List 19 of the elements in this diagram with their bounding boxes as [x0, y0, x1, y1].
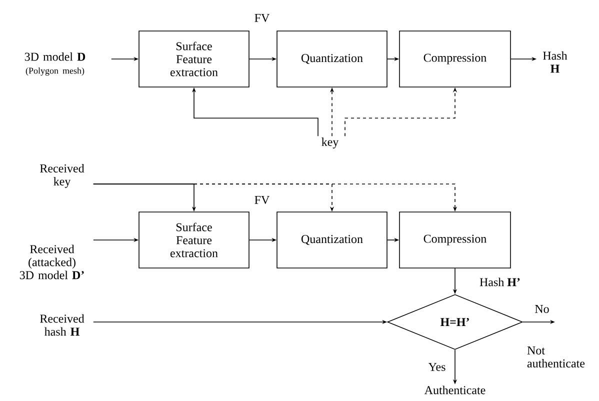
process-box: Quantization: [276, 30, 388, 88]
process-box: Compression: [399, 30, 511, 88]
node-label: Hash H: [543, 51, 568, 73]
edge-label: FV: [253, 12, 271, 23]
node-label: key: [322, 138, 339, 148]
edge-label: Hash H’: [478, 276, 522, 288]
edge-label: No: [534, 304, 550, 314]
node-label: Received (attacked) 3D model D’: [20, 244, 84, 280]
node-label: 3D model D (Polygon mesh): [24, 52, 86, 76]
edge-label: FV: [253, 194, 271, 205]
edge-label: Yes: [427, 362, 447, 372]
node-label: Received hash H: [40, 314, 84, 336]
process-box: Compression: [399, 212, 511, 268]
process-box: Surface Feature extraction: [138, 212, 250, 268]
note-label: Not authenticate: [527, 346, 585, 368]
process-box: Quantization: [276, 212, 388, 268]
process-box: Surface Feature extraction: [138, 30, 250, 88]
node-label: Authenticate: [424, 386, 486, 394]
node-label: Received key: [40, 164, 84, 188]
